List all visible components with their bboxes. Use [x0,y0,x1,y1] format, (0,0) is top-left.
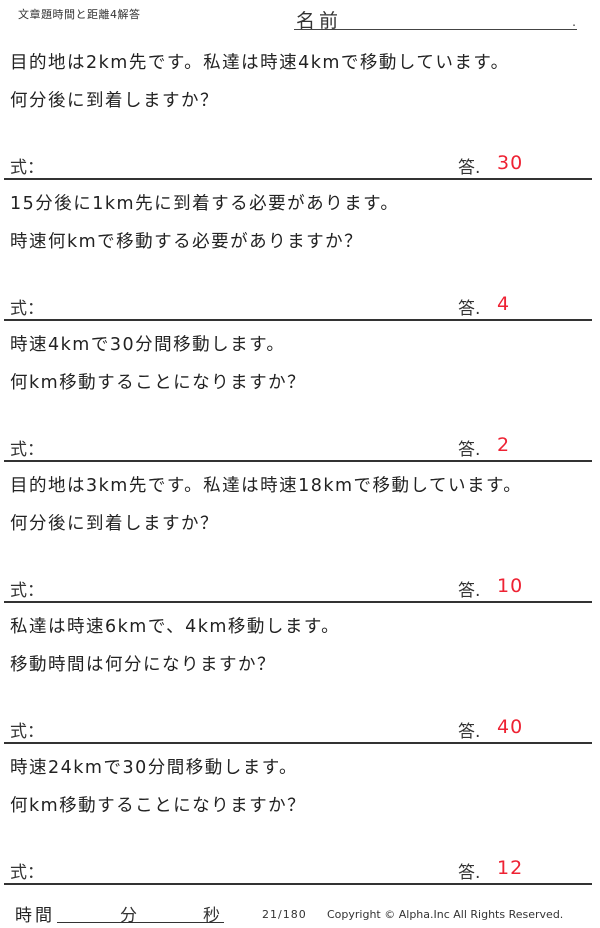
answer-value: 40 [497,716,524,738]
separator-line [4,601,592,603]
problem-1: 目的地は2km先です。私達は時速4kmで移動しています。 何分後に到着しますか？… [0,39,592,180]
problem-5: 私達は時速6kmで、4km移動します。 移動時間は何分になりますか？ 式： 答.… [0,603,592,744]
page-number: 21/180 [262,908,307,921]
answer-value: 30 [497,152,524,174]
problem-text-line1: 目的地は3km先です。私達は時速18kmで移動しています。 [10,476,523,496]
formula-label: 式： [10,722,44,742]
answer-label: 答. [458,299,481,319]
problem-text-line2: 移動時間は何分になりますか？ [10,655,276,675]
separator-line [4,460,592,462]
problem-text-line2: 何分後に到着しますか？ [10,514,219,534]
answer-label: 答. [458,722,481,742]
name-field[interactable]: 名前 . [294,4,577,32]
answer-label: 答. [458,440,481,460]
name-label: 名前 [296,10,343,32]
problem-text-line2: 何km移動することになりますか？ [10,796,307,816]
problem-text-line2: 何分後に到着しますか？ [10,91,219,111]
formula-label: 式： [10,440,44,460]
answer-value: 2 [497,434,511,456]
answer-label: 答. [458,581,481,601]
answer-value: 4 [497,293,511,315]
problem-text-line2: 何km移動することになりますか？ [10,373,307,393]
copyright-text: Copyright © Alpha.Inc All Rights Reserve… [327,908,564,921]
answer-label: 答. [458,863,481,883]
seconds-label: 秒 [203,906,220,926]
worksheet-title: 文章題時間と距離4解答 [18,8,141,21]
minutes-label: 分 [120,906,137,926]
problem-2: 15分後に1km先に到着する必要があります。 時速何kmで移動する必要があります… [0,180,592,321]
problem-text-line2: 時速何kmで移動する必要がありますか？ [10,232,364,252]
formula-label: 式： [10,581,44,601]
problem-text-line1: 15分後に1km先に到着する必要があります。 [10,194,400,214]
problem-3: 時速4kmで30分間移動します。 何km移動することになりますか？ 式： 答. … [0,321,592,462]
formula-label: 式： [10,158,44,178]
formula-label: 式： [10,863,44,883]
separator-line [4,742,592,744]
problem-text-line1: 私達は時速6kmで、4km移動します。 [10,617,341,637]
answer-label: 答. [458,158,481,178]
formula-label: 式： [10,299,44,319]
problem-text-line1: 目的地は2km先です。私達は時速4kmで移動しています。 [10,53,510,73]
separator-line [4,883,592,885]
separator-line [4,178,592,180]
answer-value: 12 [497,857,524,879]
name-dot: . [572,15,576,29]
problem-text-line1: 時速24kmで30分間移動します。 [10,758,298,778]
separator-line [4,319,592,321]
answer-value: 10 [497,575,524,597]
time-label: 時間 [15,906,55,926]
problem-6: 時速24kmで30分間移動します。 何km移動することになりますか？ 式： 答.… [0,744,592,885]
time-entry-line[interactable] [57,922,224,923]
footer: 時間 分 秒 21/180 Copyright © Alpha.Inc All … [0,896,600,928]
problem-4: 目的地は3km先です。私達は時速18kmで移動しています。 何分後に到着しますか… [0,462,592,603]
problem-text-line1: 時速4kmで30分間移動します。 [10,335,286,355]
